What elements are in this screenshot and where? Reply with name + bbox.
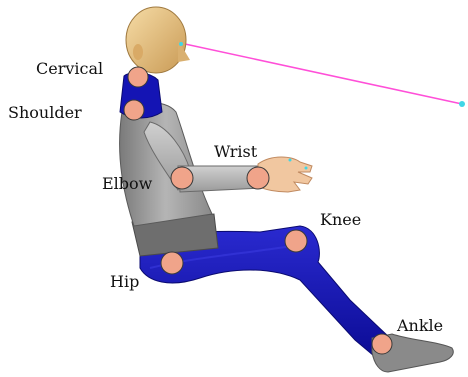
eye-marker — [179, 42, 183, 46]
knee-label: Knee — [320, 210, 361, 229]
wrist-label: Wrist — [214, 142, 258, 161]
ankle-joint — [372, 334, 392, 354]
hip-label: Hip — [110, 272, 139, 291]
head — [126, 7, 190, 73]
sight-line — [185, 44, 462, 104]
cervical-joint — [128, 67, 148, 87]
knee-joint — [285, 230, 307, 252]
wrist-joint — [247, 167, 269, 189]
elbow-joint — [171, 167, 193, 189]
shoulder-joint — [124, 100, 144, 120]
hand-marker-a — [289, 159, 292, 162]
shoulder-label: Shoulder — [8, 103, 82, 122]
hip-joint — [161, 252, 183, 274]
hand-marker-b — [305, 167, 308, 170]
cervical-label: Cervical — [36, 59, 103, 78]
elbow-label: Elbow — [102, 174, 153, 193]
sight-target-marker — [459, 101, 465, 107]
ankle-label: Ankle — [396, 316, 443, 335]
